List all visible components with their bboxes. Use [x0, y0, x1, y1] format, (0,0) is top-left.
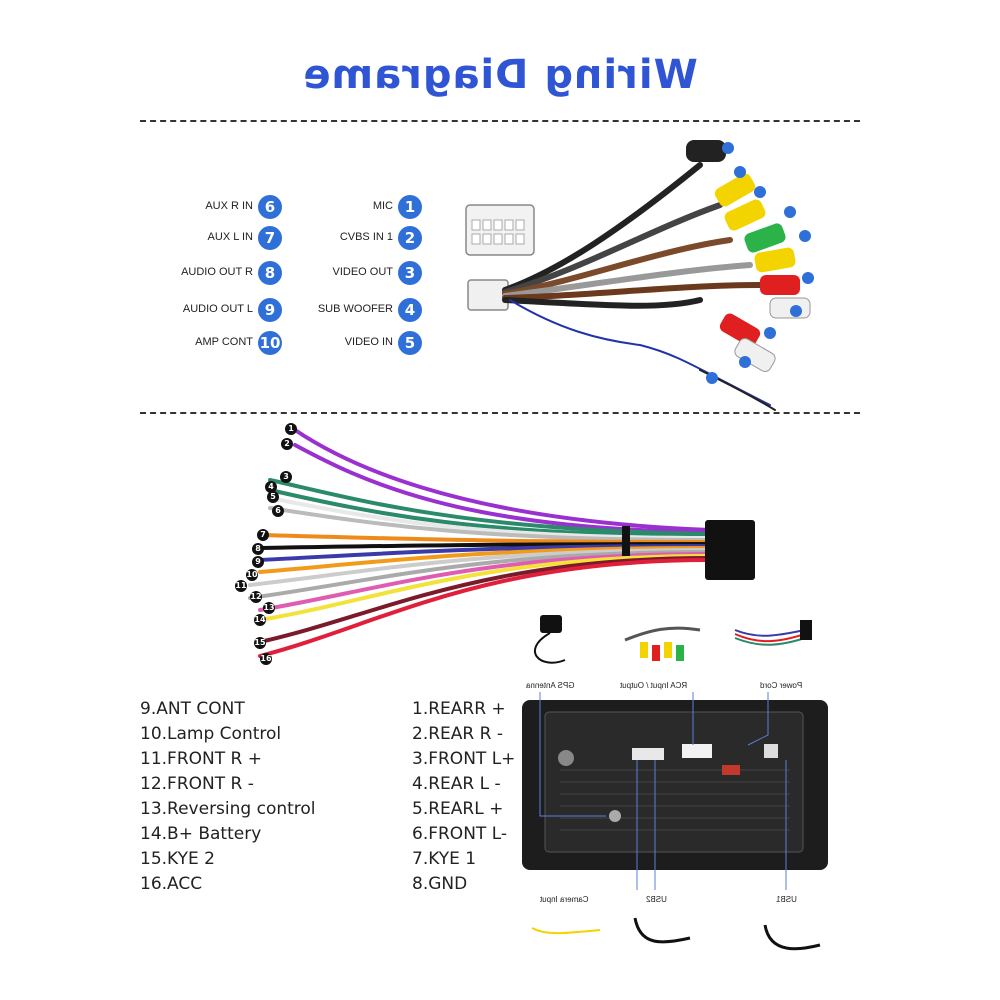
legend-item-1: MIC 1: [300, 195, 425, 219]
legend-number-badge: 5: [398, 331, 422, 355]
pin-item-11: 11.FRONT R +: [140, 749, 262, 769]
rca-callout-markers: [706, 142, 814, 384]
wire-number-9: 9: [252, 556, 264, 568]
rca-wires: [502, 162, 776, 411]
legend-label: VIDEO OUT: [332, 266, 393, 278]
divider-top: [140, 120, 860, 122]
legend-label: SUB WOOFER: [317, 303, 393, 315]
legend-label: AUDIO OUT R: [181, 266, 253, 278]
pin-item-1: 1.REARR +: [412, 699, 506, 719]
heatsink-grille: [560, 769, 790, 831]
wire-number-11: 11: [235, 580, 247, 592]
legend-label: AMP CONT: [195, 336, 253, 348]
power-cord-thumb: [734, 620, 812, 646]
legend-item-5: VIDEO IN 5: [300, 331, 425, 355]
mic-jack: [686, 140, 726, 162]
legend-number-badge: 10: [258, 331, 282, 355]
legend-number-badge: 8: [258, 261, 282, 285]
pin-item-13: 13.Reversing control: [140, 799, 316, 819]
cable-tie: [622, 526, 630, 556]
pin-item-12: 12.FRONT R -: [140, 774, 254, 794]
caption-power-cord: Power Cord: [760, 681, 803, 690]
legend-label: AUDIO OUT L: [182, 303, 253, 315]
legend-item-6: AUX R IN 6: [160, 195, 285, 219]
legend-label: MIC: [372, 200, 393, 212]
gps-port: [558, 750, 574, 766]
legend-item-7: AUX L IN 7: [160, 226, 285, 250]
wire-number-8: 8: [252, 543, 264, 555]
legend-number-badge: 6: [258, 195, 282, 219]
rca-harness-illustration: [465, 140, 814, 411]
wire-number-4: 4: [265, 481, 277, 493]
legend-item-9: AUDIO OUT L 9: [160, 298, 285, 322]
caption-gps-antenna: GPS Antenna: [526, 681, 575, 690]
pin-item-16: 16.ACC: [140, 874, 203, 894]
legend-number-badge: 7: [258, 226, 282, 250]
pin-item-6: 6.FRONT L-: [412, 824, 508, 844]
legend-number-badge: 1: [398, 195, 422, 219]
pin-item-9: 9.ANT CONT: [140, 699, 245, 719]
pin-item-7: 7.KYE 1: [412, 849, 477, 869]
camera-port: [609, 810, 621, 822]
wire-number-1: 1: [285, 423, 297, 435]
caption-rca-input-output: RCA Input / Output: [620, 681, 688, 690]
usb1-cable-thumb: [763, 924, 821, 951]
connector-pins: [471, 219, 525, 245]
camera-cable-thumb: [531, 927, 601, 935]
wire-number-16: 16: [260, 653, 272, 665]
legend-number-badge: 2: [398, 226, 422, 250]
wire-number-7: 7: [257, 529, 269, 541]
wire-number-13: 13: [263, 602, 275, 614]
rca-cable-thumb: [624, 626, 701, 661]
legend-label: CVBS IN 1: [339, 231, 393, 243]
legend-item-8: AUDIO OUT R 8: [160, 261, 285, 285]
pin-item-15: 15.KYE 2: [140, 849, 215, 869]
legend-item-2: CVBS IN 1 2: [300, 226, 425, 250]
divider-middle: [140, 412, 860, 414]
usb2-cable-thumb: [633, 917, 691, 944]
wire-number-5: 5: [267, 491, 279, 503]
pin-item-10: 10.Lamp Control: [140, 724, 282, 744]
legend-label: VIDEO IN: [344, 336, 393, 348]
wire-number-12: 12: [250, 591, 262, 603]
power-harness-illustration: [248, 428, 755, 658]
wire-number-14: 14: [254, 614, 266, 626]
wire-number-15: 15: [254, 637, 266, 649]
legend-number-badge: 4: [398, 298, 422, 322]
pin-item-8: 8.GND: [412, 874, 468, 894]
gps-antenna-thumb: [534, 615, 566, 664]
power-connector: [705, 520, 755, 580]
pin-item-14: 14.B+ Battery: [140, 824, 262, 844]
legend-item-3: VIDEO OUT 3: [300, 261, 425, 285]
pin-item-5: 5.REARL +: [412, 799, 504, 819]
usb2-port: [632, 748, 664, 760]
usb1-port: [764, 744, 778, 758]
pin-item-2: 2.REAR R -: [412, 724, 503, 744]
legend-number-badge: 9: [258, 298, 282, 322]
caption-camera-input: Camera Input: [540, 895, 589, 904]
legend-item-10: AMP CONT 10: [160, 331, 285, 355]
wire-number-3: 3: [280, 471, 292, 483]
rca-port: [682, 744, 712, 758]
wire-number-6: 6: [272, 505, 284, 517]
callout-lines: [539, 692, 787, 890]
caption-usb2: USB2: [646, 895, 667, 904]
legend-number-badge: 3: [398, 261, 422, 285]
legend-label: AUX L IN: [207, 231, 253, 243]
power-port: [722, 765, 740, 775]
pin-item-4: 4.REAR L -: [412, 774, 501, 794]
legend-item-4: SUB WOOFER 4: [300, 298, 425, 322]
caption-usb1: USB1: [776, 895, 797, 904]
pin-item-3: 3.FRONT L+: [412, 749, 516, 769]
wire-number-2: 2: [281, 438, 293, 450]
wire-number-10: 10: [246, 569, 258, 581]
legend-label: AUX R IN: [205, 200, 253, 212]
